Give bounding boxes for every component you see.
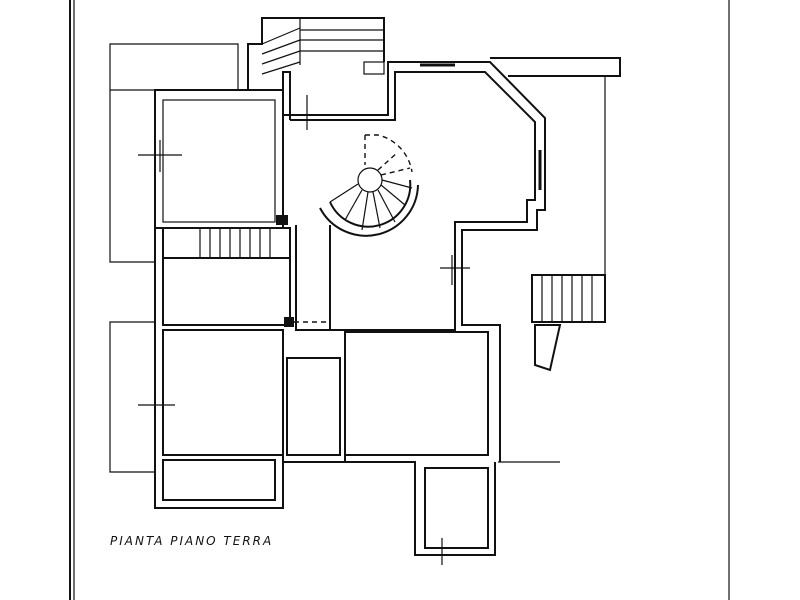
main-hall-walls [282,61,546,462]
left-rooms [154,89,300,509]
top-entrance-stair [247,17,385,90]
terrace [490,57,621,77]
garden-outlines [109,43,606,473]
internal-stair [162,227,291,259]
sheet-border [69,0,730,600]
central-rooms [282,225,496,556]
spiral-staircase [319,134,419,237]
drawing-title: PIANTA PIANO TERRA [110,534,273,548]
axis-marks [138,95,470,565]
right-stair [531,274,606,372]
